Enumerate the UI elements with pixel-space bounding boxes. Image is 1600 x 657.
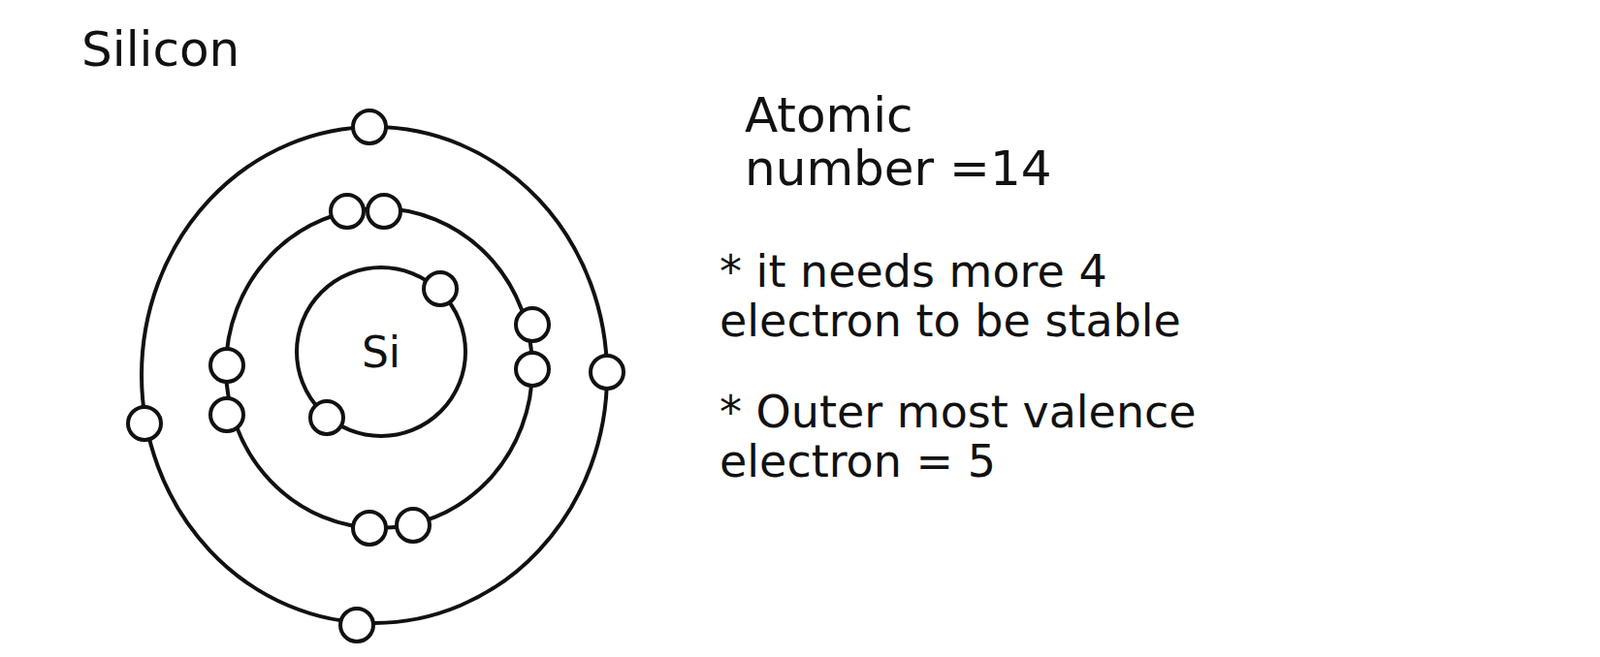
note-text: Atomic number =14: [744, 89, 1094, 196]
element-symbol: Si: [361, 327, 401, 378]
electron: [310, 401, 344, 435]
electron: [423, 272, 457, 306]
title: Silicon: [81, 23, 240, 77]
note-text: * Outer most valence electron = 5: [719, 387, 1302, 486]
electrons: [128, 110, 624, 642]
nucleus-shell: Si: [287, 257, 476, 447]
middle-shell: [225, 208, 533, 529]
outer-shell: [141, 127, 608, 624]
note-text: * it needs more 4 electron to be stable: [719, 247, 1302, 346]
